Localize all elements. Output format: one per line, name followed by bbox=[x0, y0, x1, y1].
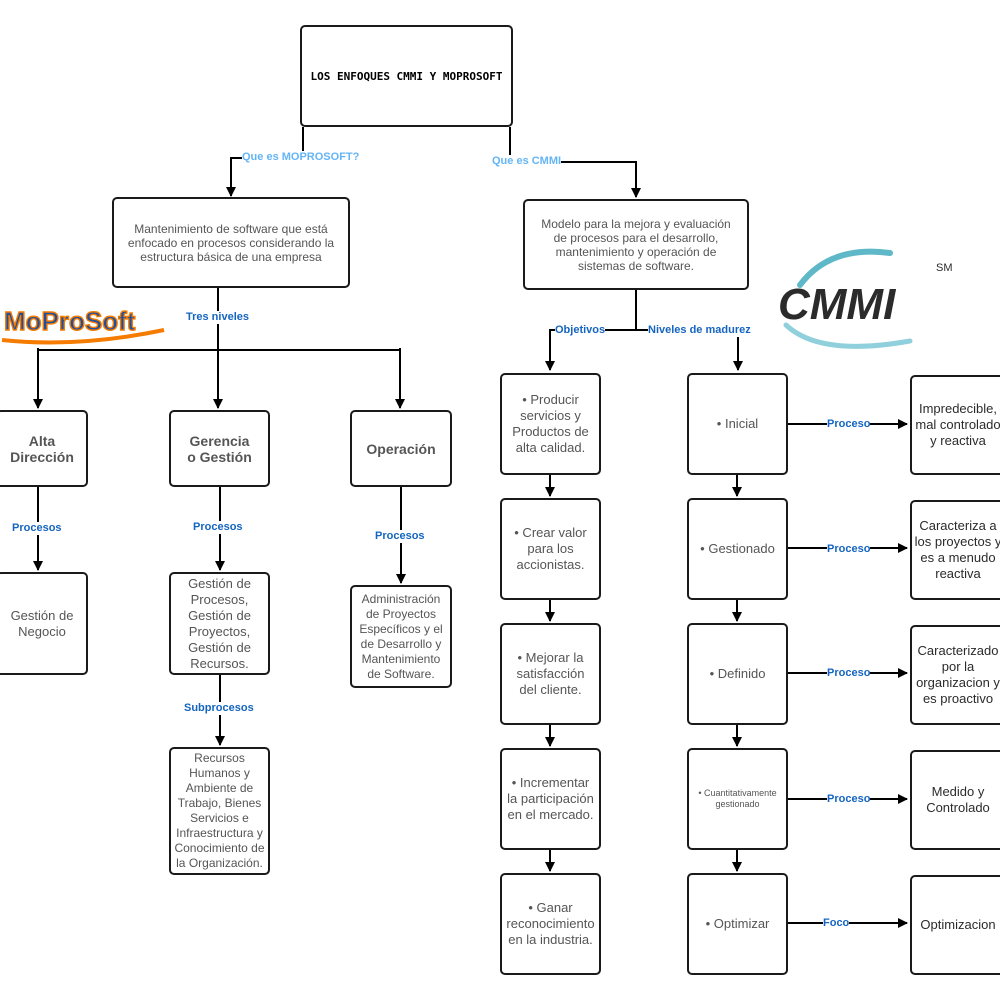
objetivo-box-2: • Crear valor para los accionistas. bbox=[500, 498, 601, 600]
objetivo-box-4: • Incrementar la participación en el mer… bbox=[500, 748, 601, 850]
resultado-text-2: Caracteriza a los proyectos y es a menud… bbox=[914, 518, 1000, 581]
operacion-label: Operación bbox=[366, 440, 436, 457]
label-objetivos: Objetivos bbox=[555, 324, 606, 337]
objetivo-text-3: • Mejorar la satisfacción del cliente. bbox=[516, 650, 585, 697]
label-subprocesos: Subprocesos bbox=[184, 702, 254, 715]
objetivo-box-1: • Producir servicios y Productos de alta… bbox=[500, 373, 601, 475]
objetivo-text-2: • Crear valor para los accionistas. bbox=[514, 525, 587, 572]
label-tres-niveles: Tres niveles bbox=[186, 311, 249, 324]
operacion-detail-box: Administración de Proyectos Específicos … bbox=[350, 585, 452, 688]
cmmi-logo: CMMI SM bbox=[778, 248, 953, 349]
objetivo-text-1: • Producir servicios y Productos de alta… bbox=[512, 392, 589, 455]
resultado-text-5: Optimizacion bbox=[920, 917, 996, 932]
label-foco: Foco bbox=[823, 917, 850, 930]
label-procesos-operacion: Procesos bbox=[375, 530, 425, 543]
title-text: LOS ENFOQUES CMMI Y MOPROSOFT bbox=[310, 69, 503, 83]
operacion-detail-text: Administración de Proyectos Específicos … bbox=[359, 591, 443, 681]
gestion-negocio-text: Gestión de Negocio bbox=[10, 607, 74, 639]
title-box: LOS ENFOQUES CMMI Y MOPROSOFT bbox=[300, 25, 513, 127]
moprosoft-logo: MoProSoft bbox=[1, 305, 165, 345]
objetivo-box-3: • Mejorar la satisfacción del cliente. bbox=[500, 623, 601, 725]
nivel-text-2: • Gestionado bbox=[700, 541, 775, 556]
gestion-procesos-box: Gestión de Procesos, Gestión de Proyecto… bbox=[169, 572, 270, 675]
moprosoft-logo-text: MoProSoft bbox=[4, 306, 136, 336]
nivel-text-1: • Inicial bbox=[716, 416, 759, 431]
gestion-procesos-text: Gestión de Procesos, Gestión de Proyecto… bbox=[188, 575, 251, 671]
cmmi-logo-sm: SM bbox=[936, 262, 953, 274]
nivel-box-1: • Inicial bbox=[687, 373, 788, 475]
objetivo-text-4: • Incrementar la participación en el mer… bbox=[507, 775, 594, 822]
resultado-box-5: Optimizacion bbox=[910, 875, 1000, 975]
resultado-text-3: Caracterizado por la organizacion y es p… bbox=[916, 643, 1000, 706]
gerencia-box: Gerencia o Gestión bbox=[169, 410, 270, 487]
resultado-box-1: Impredecible, mal controlado y reactiva bbox=[910, 375, 1000, 475]
resultado-box-2: Caracteriza a los proyectos y es a menud… bbox=[910, 500, 1000, 600]
cmmi-definition-box: Modelo para la mejora y evaluación de pr… bbox=[523, 199, 749, 290]
label-proceso-2: Proceso bbox=[827, 543, 871, 556]
moprosoft-definition-text: Mantenimiento de software que está enfoc… bbox=[127, 221, 335, 264]
recursos-box: Recursos Humanos y Ambiente de Trabajo, … bbox=[169, 747, 270, 875]
label-que-cmmi: Que es CMMI bbox=[492, 155, 562, 168]
resultado-text-1: Impredecible, mal controlado y reactiva bbox=[915, 401, 1000, 448]
label-proceso-3: Proceso bbox=[827, 667, 871, 680]
objetivo-text-5: • Ganar reconocimiento en la industria. bbox=[506, 900, 595, 947]
recursos-text: Recursos Humanos y Ambiente de Trabajo, … bbox=[174, 751, 265, 870]
alta-direccion-label: Alta Dirección bbox=[10, 432, 74, 465]
objetivo-box-5: • Ganar reconocimiento en la industria. bbox=[500, 873, 601, 975]
nivel-text-3: • Definido bbox=[709, 666, 766, 681]
alta-direccion-box: Alta Dirección bbox=[0, 410, 88, 487]
moprosoft-definition-box: Mantenimiento de software que está enfoc… bbox=[112, 197, 350, 288]
gestion-negocio-box: Gestión de Negocio bbox=[0, 572, 88, 675]
resultado-box-4: Medido y Controlado bbox=[910, 750, 1000, 850]
resultado-text-4: Medido y Controlado bbox=[926, 784, 990, 815]
label-que-moprosoft: Que es MOPROSOFT? bbox=[242, 151, 360, 164]
label-proceso-1: Proceso bbox=[827, 418, 871, 431]
nivel-box-2: • Gestionado bbox=[687, 498, 788, 600]
label-procesos-alta: Procesos bbox=[12, 522, 62, 535]
nivel-box-4: • Cuantitativamente gestionado bbox=[687, 748, 788, 850]
label-niveles-madurez: Niveles de madurez bbox=[648, 324, 751, 337]
gerencia-label: Gerencia o Gestión bbox=[187, 432, 252, 465]
nivel-box-5: • Optimizar bbox=[687, 873, 788, 975]
cmmi-definition-text: Modelo para la mejora y evaluación de pr… bbox=[541, 216, 731, 273]
nivel-text-5: • Optimizar bbox=[705, 916, 770, 931]
nivel-box-3: • Definido bbox=[687, 623, 788, 725]
operacion-box: Operación bbox=[350, 410, 452, 487]
cmmi-logo-text: CMMI bbox=[778, 280, 896, 329]
nivel-text-4: • Cuantitativamente gestionado bbox=[698, 788, 777, 809]
label-procesos-gerencia: Procesos bbox=[193, 521, 243, 534]
resultado-box-3: Caracterizado por la organizacion y es p… bbox=[910, 625, 1000, 725]
label-proceso-4: Proceso bbox=[827, 793, 871, 806]
